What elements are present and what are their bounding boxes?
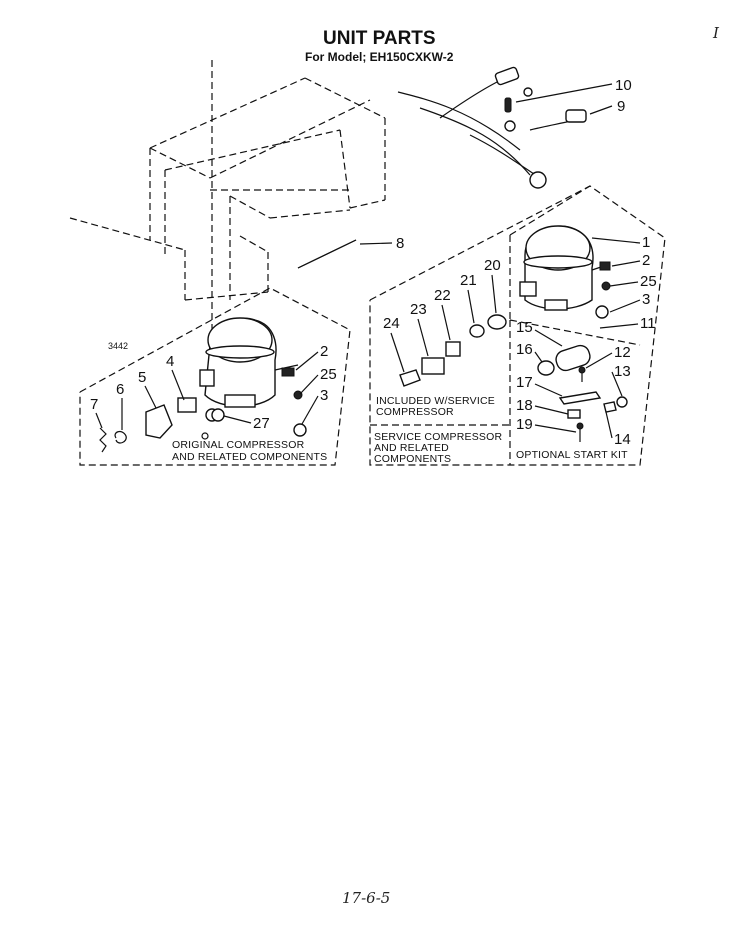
callout-6: 6 <box>116 381 124 398</box>
callout-14: 14 <box>614 431 631 448</box>
part-8-drier <box>297 239 393 269</box>
callout-25-service: 25 <box>640 273 657 290</box>
callout-21: 21 <box>460 272 477 289</box>
callout-17: 17 <box>516 374 533 391</box>
callout-23: 23 <box>410 301 427 318</box>
callout-22: 22 <box>434 287 451 304</box>
cabinet-illustration <box>69 60 386 345</box>
callout-3-original: 3 <box>320 387 328 404</box>
original-compressor-group <box>79 287 351 466</box>
callout-20: 20 <box>484 257 501 274</box>
model-number: For Model; EH150CXKW-2 <box>305 50 454 64</box>
diagram-code: 3442 <box>108 341 128 351</box>
callout-7: 7 <box>90 396 98 413</box>
corner-mark: I <box>712 24 720 42</box>
caption-original-line1: ORIGINAL COMPRESSOR <box>172 439 305 451</box>
handwritten-page-note: 17-6-5 <box>342 889 390 907</box>
callout-19: 19 <box>516 416 533 433</box>
callout-5: 5 <box>138 369 146 386</box>
callout-8: 8 <box>396 235 404 252</box>
callout-24: 24 <box>383 315 400 332</box>
callout-2-service: 2 <box>642 252 650 269</box>
callout-11: 11 <box>640 315 656 332</box>
callout-10: 10 <box>615 77 632 94</box>
caption-included-line1: INCLUDED W/SERVICE <box>376 395 495 407</box>
callout-12: 12 <box>614 344 631 361</box>
callout-2-original: 2 <box>320 343 328 360</box>
callout-13: 13 <box>614 363 631 380</box>
included-service-parts <box>399 314 507 387</box>
page-title: UNIT PARTS <box>323 28 436 49</box>
callout-1: 1 <box>642 234 650 251</box>
caption-service-line3: COMPONENTS <box>374 453 451 465</box>
optional-start-kit-parts <box>537 344 628 442</box>
service-compressor <box>519 225 611 319</box>
callout-9: 9 <box>617 98 625 115</box>
callout-16: 16 <box>516 341 533 358</box>
caption-included-line2: COMPRESSOR <box>376 406 454 418</box>
caption-original-line2: AND RELATED COMPONENTS <box>172 451 327 463</box>
callout-3-service: 3 <box>642 291 650 308</box>
callout-27: 27 <box>253 415 270 432</box>
caption-service-line1: SERVICE COMPRESSOR <box>374 431 502 443</box>
wiring-harness <box>397 66 613 189</box>
caption-optional-start-kit: OPTIONAL START KIT <box>516 449 628 461</box>
service-compressor-group <box>369 185 666 466</box>
callout-18: 18 <box>516 397 533 414</box>
callout-4: 4 <box>166 353 174 370</box>
callout-25-original: 25 <box>320 366 337 383</box>
caption-service-line2: AND RELATED <box>374 442 449 454</box>
callout-15: 15 <box>516 319 533 336</box>
